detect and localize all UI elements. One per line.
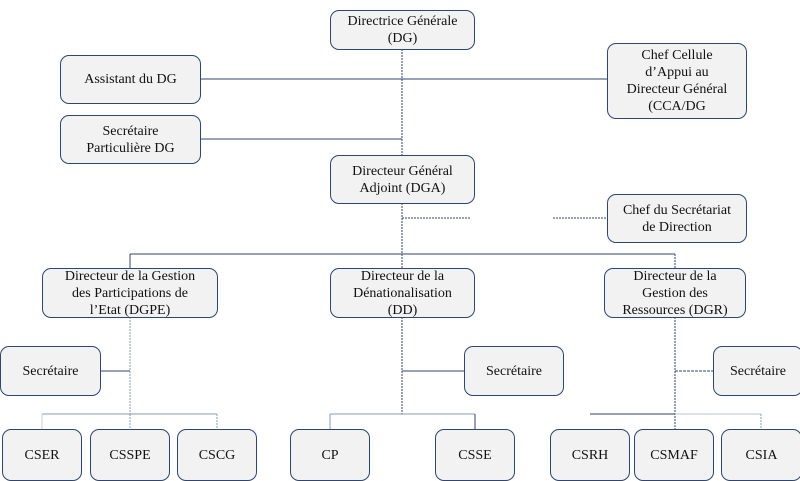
node-cp-label: CP (321, 447, 339, 463)
node-chef-secretariat-label: Chef du Secrétariat de Direction (622, 202, 732, 235)
node-cscg-label: CSCG (198, 447, 236, 463)
node-secretaire-dgpe: Secrétaire (0, 346, 101, 396)
node-secretaire-dd-label: Secrétaire (486, 363, 542, 379)
node-cscg: CSCG (177, 429, 257, 481)
node-dg: Directrice Générale (DG) (330, 10, 475, 50)
node-dga-label: Directeur Général Adjoint (DGA) (352, 163, 453, 196)
node-assistant-dg-label: Assistant du DG (84, 72, 177, 87)
node-dgr-label: Directeur de la Gestion des Ressources (… (622, 268, 728, 318)
node-csse: CSSE (435, 429, 515, 481)
node-dga: Directeur Général Adjoint (DGA) (330, 155, 475, 204)
node-csmaf: CSMAF (634, 429, 714, 481)
node-chef-secretariat: Chef du Secrétariat de Direction (607, 194, 747, 243)
node-secretaire-particuliere-label: Secrétaire Particulière DG (86, 123, 175, 156)
node-dgr: Directeur de la Gestion des Ressources (… (604, 268, 746, 318)
node-cp: CP (290, 429, 370, 481)
node-assistant-dg: Assistant du DG (60, 55, 201, 104)
node-csmaf-label: CSMAF (650, 447, 698, 463)
node-csse-label: CSSE (458, 447, 492, 463)
node-chef-cellule: Chef Cellule d’Appui au Directeur Généra… (607, 43, 747, 119)
node-secretaire-dgr-label: Secrétaire (730, 363, 786, 379)
node-secretaire-dgpe-label: Secrétaire (22, 363, 79, 379)
node-dd: Directeur de la Dénationalisation (DD) (330, 268, 475, 318)
node-secretaire-dgr: Secrétaire (713, 346, 800, 396)
node-dgpe-label: Directeur de la Gestion des Participatio… (64, 268, 196, 318)
node-cser-label: CSER (24, 447, 60, 463)
node-dg-label: Directrice Générale (DG) (347, 14, 458, 46)
node-secretaire-dd: Secrétaire (464, 346, 564, 396)
node-csrh-label: CSRH (571, 447, 609, 463)
node-dgpe: Directeur de la Gestion des Participatio… (42, 268, 218, 318)
node-csspe: CSSPE (90, 429, 170, 481)
node-csrh: CSRH (550, 429, 630, 481)
node-secretaire-particuliere: Secrétaire Particulière DG (60, 115, 201, 164)
node-dd-label: Directeur de la Dénationalisation (DD) (353, 268, 452, 318)
node-csspe-label: CSSPE (109, 447, 151, 463)
node-cser: CSER (2, 429, 82, 481)
node-chef-cellule-label: Chef Cellule d’Appui au Directeur Généra… (626, 48, 728, 114)
node-csia-label: CSIA (745, 447, 778, 463)
node-csia: CSIA (721, 429, 800, 481)
